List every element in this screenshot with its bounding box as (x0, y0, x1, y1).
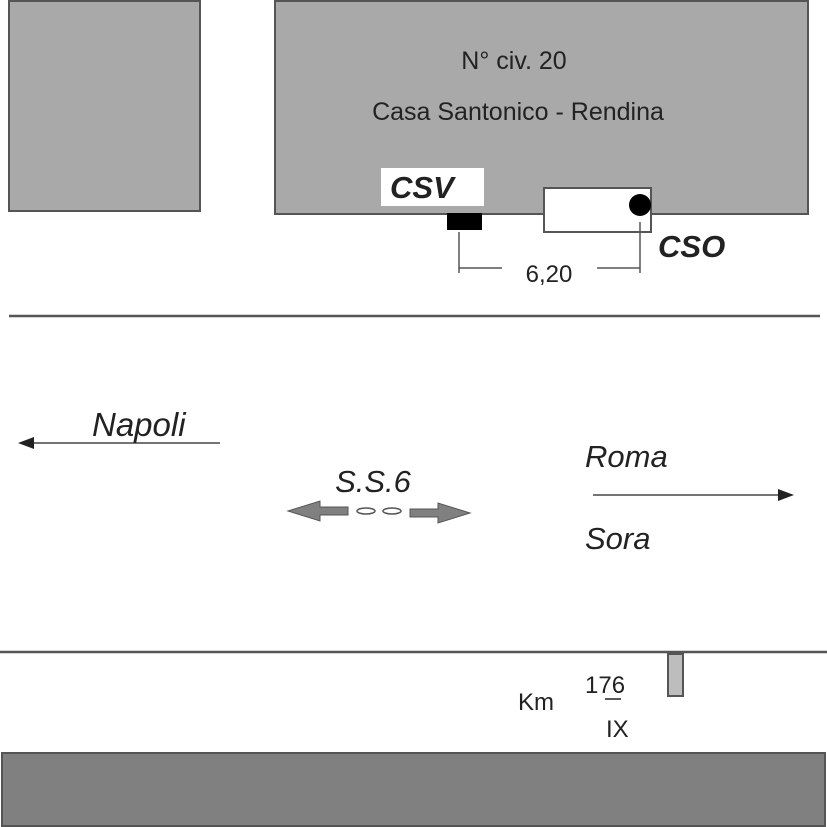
roma-label: Roma (585, 439, 668, 474)
napoli-label: Napoli (92, 406, 187, 443)
milestone-post (667, 653, 684, 697)
road-center-mark-2 (382, 507, 402, 515)
main-building (274, 0, 809, 215)
civic-number-label: N° civ. 20 (461, 47, 566, 75)
csv-label: CSV (390, 170, 456, 205)
napoli-arrowhead (18, 437, 34, 449)
cso-label: CSO (658, 229, 725, 264)
km-label: Km (518, 689, 554, 716)
cso-marker (629, 194, 651, 216)
csv-marker (447, 213, 482, 230)
road-name-label: S.S.6 (335, 464, 412, 499)
sora-label: Sora (585, 521, 650, 556)
road-arrow-left-icon (286, 500, 349, 522)
house-name-label: Casa Santonico - Rendina (372, 98, 664, 126)
roman-numeral-label: IX (606, 716, 629, 743)
bottom-building (1, 752, 826, 827)
km-value: 176 (585, 672, 625, 699)
roma-sora-arrowhead (778, 489, 794, 501)
road-arrow-right-icon (409, 502, 472, 524)
csv-label-background (381, 168, 484, 206)
road-center-mark-1 (356, 507, 376, 515)
top-left-building (8, 0, 201, 212)
distance-label: 6,20 (526, 261, 573, 288)
